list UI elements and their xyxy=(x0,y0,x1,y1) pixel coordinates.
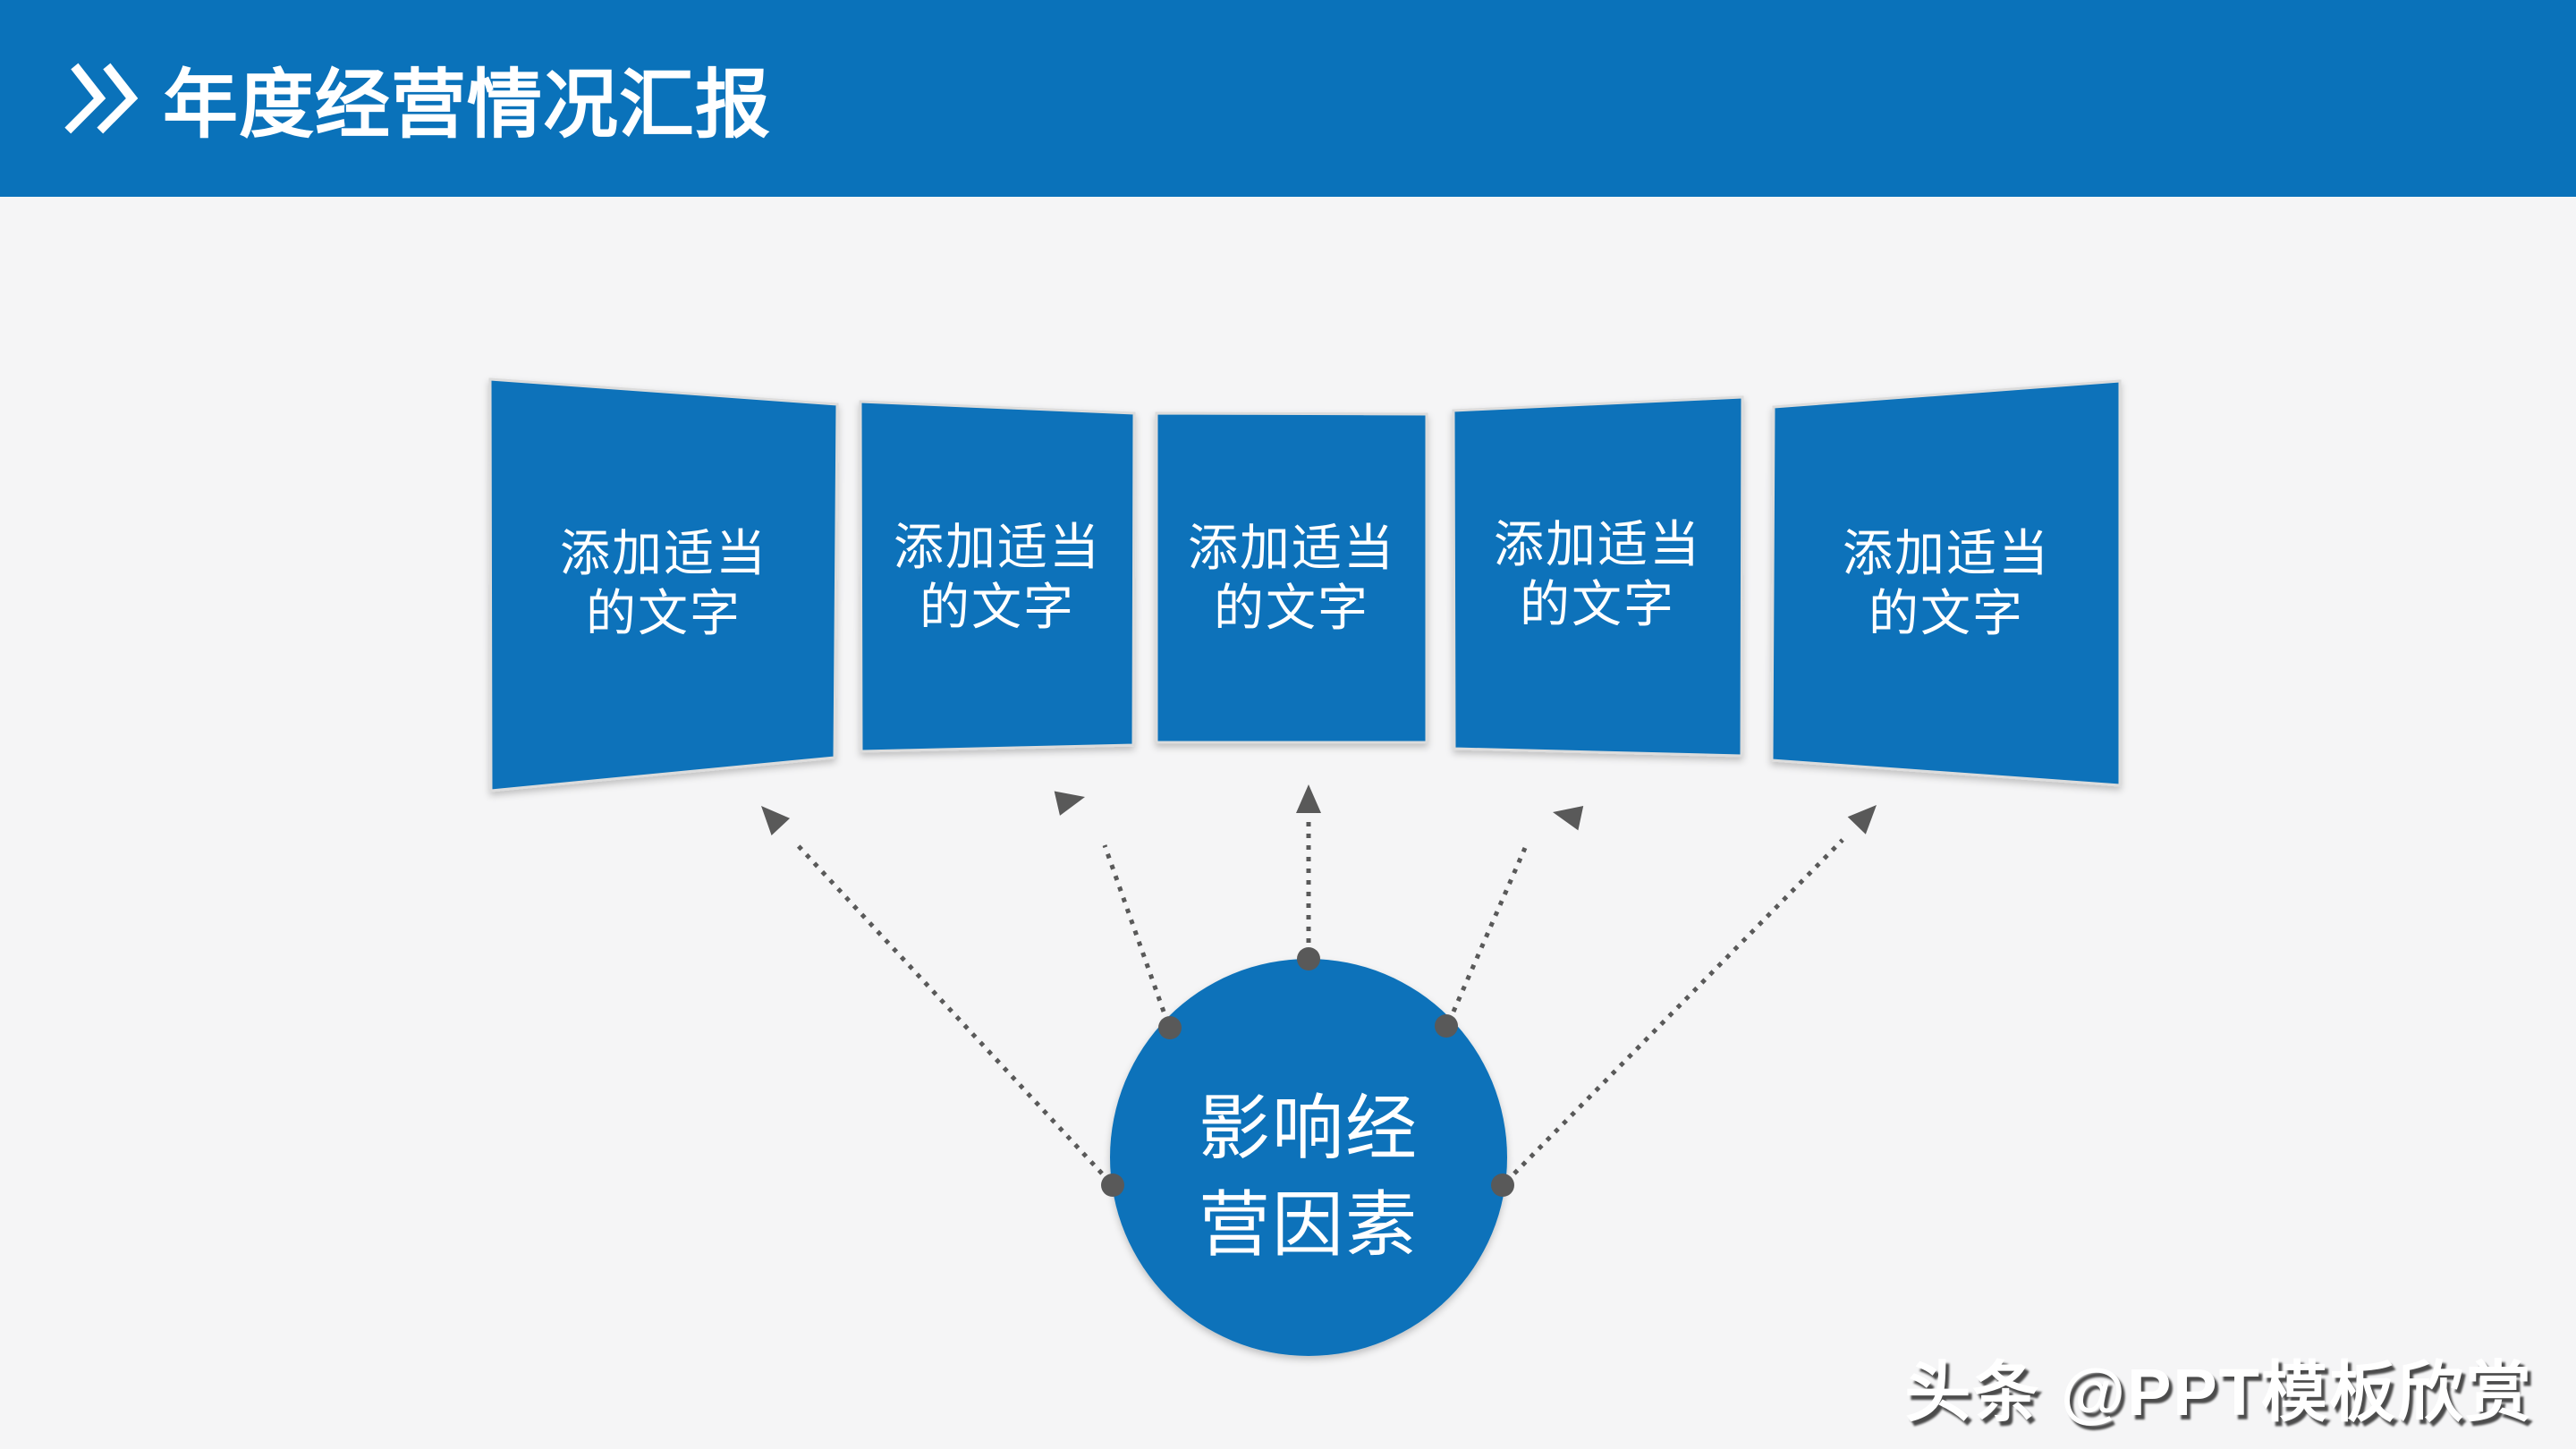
double-chevron-right-icon xyxy=(64,61,140,136)
panel-label-line: 的文字 xyxy=(1520,576,1675,632)
panel-label-line: 的文字 xyxy=(1214,580,1369,636)
panel-label-line: 的文字 xyxy=(586,585,741,641)
arrowhead-2 xyxy=(1054,791,1085,816)
panel-label-line: 添加适当 xyxy=(560,525,767,581)
arrowhead-4 xyxy=(1553,805,1584,831)
connector-dot-5 xyxy=(1491,1174,1514,1197)
panel-label-line: 的文字 xyxy=(1868,585,2024,641)
panel-label-line: 添加适当 xyxy=(894,519,1101,575)
panel-label-line: 添加适当 xyxy=(1843,525,2050,581)
arrow-line-5 xyxy=(1513,838,1844,1175)
panel-label-1: 添加适当 的文字 xyxy=(560,523,767,643)
arrowhead-3 xyxy=(1296,784,1321,813)
connector-dot-4 xyxy=(1435,1014,1458,1038)
panel-shape-4 xyxy=(1452,395,1744,758)
panel-label-line: 的文字 xyxy=(919,579,1075,635)
panel-label-2: 添加适当 的文字 xyxy=(894,517,1101,637)
panel-shape-1 xyxy=(488,377,839,792)
arrowhead-5 xyxy=(1847,805,1877,835)
connector-dot-3 xyxy=(1297,947,1320,970)
panel-label-3: 添加适当 的文字 xyxy=(1188,518,1395,638)
arrow-line-4 xyxy=(1451,846,1528,1013)
arrow-line-1 xyxy=(794,842,1104,1175)
panel-label-line: 添加适当 xyxy=(1188,520,1395,576)
panel-shape-5 xyxy=(1770,379,2122,787)
panel-label-4: 添加适当 的文字 xyxy=(1494,514,1701,634)
circle-label-line: 营因素 xyxy=(1199,1185,1419,1265)
panel-label-5: 添加适当 的文字 xyxy=(1843,523,2050,643)
connector-dot-1 xyxy=(1101,1174,1124,1197)
watermark: 头条 @PPT模板欣赏 xyxy=(1904,1355,2533,1429)
center-circle-label: 影响经 营因素 xyxy=(1199,1080,1419,1274)
panel-shape-3 xyxy=(1155,411,1428,744)
arrowhead-1 xyxy=(761,806,791,835)
connector-dot-2 xyxy=(1158,1016,1182,1039)
page-title: 年度经营情况汇报 xyxy=(163,62,772,147)
center-circle xyxy=(1110,959,1507,1356)
arrow-line-2 xyxy=(1102,844,1166,1013)
header-bar: 年度经营情况汇报 xyxy=(0,0,2576,197)
panel-shape-2 xyxy=(859,400,1136,753)
circle-label-line: 影响经 xyxy=(1199,1089,1419,1168)
panel-label-line: 添加适当 xyxy=(1494,516,1701,572)
